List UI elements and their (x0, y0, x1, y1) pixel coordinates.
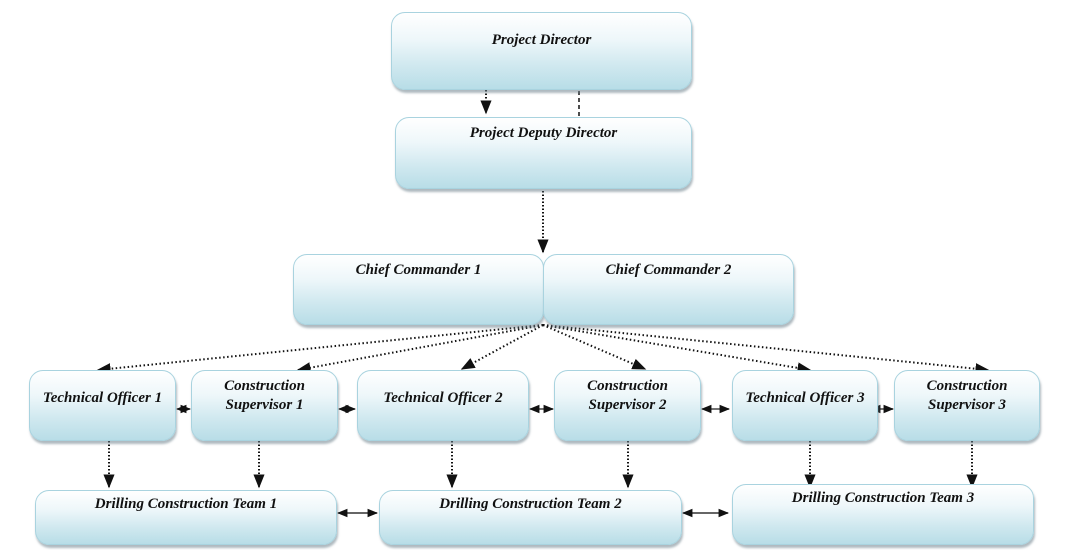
node-technical-officer-3: Technical Officer 3 (732, 370, 878, 441)
node-technical-officer-2: Technical Officer 2 (357, 370, 529, 441)
node-label-line: Construction (224, 378, 305, 394)
node-label: Drilling Construction Team 3 (791, 490, 975, 506)
node-label-line: Construction (587, 378, 668, 394)
node-construction-supervisor-1: Construction Supervisor 1 (191, 370, 338, 441)
node-construction-supervisor-3: Construction Supervisor 3 (894, 370, 1040, 441)
node-label-line: Supervisor 1 (225, 397, 304, 413)
node-label-line: Supervisor 3 (928, 397, 1006, 413)
node-chief-commander-1: Chief Commander 1 (293, 254, 544, 325)
node-label: Technical Officer 3 (745, 390, 865, 406)
edge-chiefs-to-technical-officer-2 (460, 324, 544, 370)
edge-chiefs-to-technical-officer-3 (542, 324, 812, 374)
node-label-line: Supervisor 2 (588, 397, 667, 413)
node-label: Project Director (491, 32, 592, 48)
node-drilling-team-1: Drilling Construction Team 1 (35, 490, 337, 545)
node-label: Chief Commander 1 (355, 262, 482, 278)
edge-chiefs-to-construction-supervisor-2 (542, 324, 647, 370)
node-technical-officer-1: Technical Officer 1 (29, 370, 176, 441)
node-label: Drilling Construction Team 2 (439, 496, 622, 512)
edge-chiefs-to-technical-officer-1 (96, 324, 544, 375)
node-label: Construction Supervisor 2 (555, 371, 700, 415)
node-drilling-team-3: Drilling Construction Team 3 (732, 484, 1034, 545)
edge-chiefs-to-construction-supervisor-3 (542, 324, 990, 375)
node-label: Technical Officer 2 (383, 390, 503, 406)
node-label: Chief Commander 2 (605, 262, 732, 278)
node-label-line: Construction (926, 378, 1008, 394)
node-project-deputy-director: Project Deputy Director (395, 117, 692, 189)
node-construction-supervisor-2: Construction Supervisor 2 (554, 370, 701, 441)
node-drilling-team-2: Drilling Construction Team 2 (379, 490, 682, 545)
node-chief-commander-2: Chief Commander 2 (543, 254, 794, 325)
edge-chiefs-to-construction-supervisor-1 (296, 324, 544, 374)
node-label: Project Deputy Director (469, 125, 618, 141)
node-label: Construction Supervisor 1 (192, 371, 337, 415)
node-label: Construction Supervisor 3 (895, 371, 1039, 415)
node-label: Technical Officer 1 (42, 390, 163, 406)
node-project-director: Project Director (391, 12, 692, 90)
node-label: Drilling Construction Team 1 (94, 496, 278, 512)
